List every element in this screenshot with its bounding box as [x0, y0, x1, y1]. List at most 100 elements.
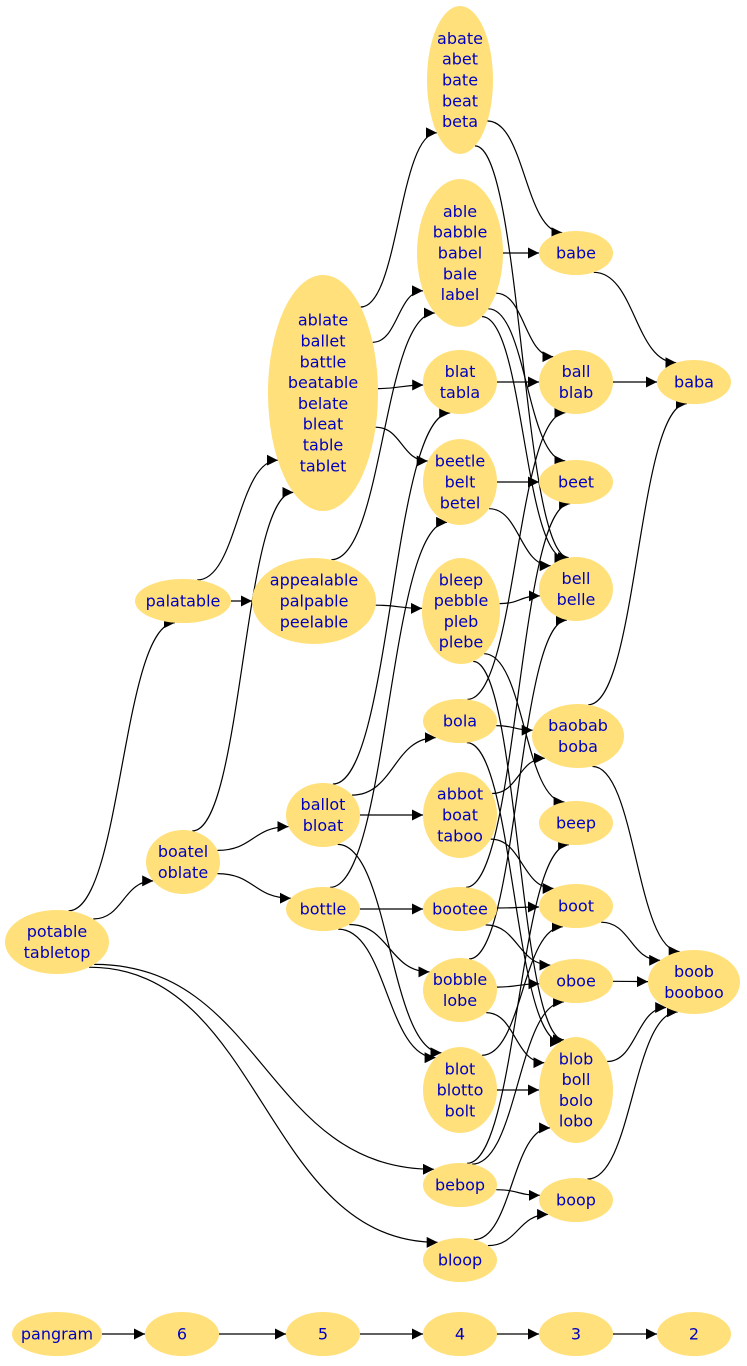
edge-arrow [473, 1122, 551, 1241]
node-ellipse [539, 959, 613, 1003]
node-label: belt [445, 473, 476, 492]
edge-ablate-to-blat [377, 379, 424, 391]
node-bloop: bloop [423, 1238, 497, 1282]
edge-potable-to-bebop [94, 963, 435, 1175]
node-label: abbot [437, 785, 483, 804]
edge-blot-to-boot [481, 921, 564, 1056]
edge-arrow [492, 752, 545, 795]
node-ellipse [146, 830, 220, 894]
node-ellipse [539, 557, 613, 621]
node-label: blat [445, 362, 476, 381]
node-label: beta [442, 112, 478, 131]
node-label: betel [440, 493, 481, 512]
node-ellipse [145, 1312, 219, 1356]
node-ellipse [423, 350, 497, 414]
node-label: boop [556, 1191, 596, 1210]
edge-bottle-to-beetle [329, 516, 448, 888]
edge-arrow [94, 963, 435, 1175]
node-ellipse [423, 1047, 497, 1133]
edge-appealable-to-able [331, 307, 435, 561]
edge-arrow [588, 398, 687, 706]
edge-baobab-to-boob [592, 765, 680, 958]
edge-arrow [372, 285, 424, 343]
edge-arrow [351, 732, 436, 796]
node-ellipse [423, 887, 497, 931]
edge-arrow [338, 928, 436, 1064]
edge-arrow [499, 590, 540, 605]
node-ellipse [135, 579, 231, 623]
edge-arrow [468, 614, 568, 960]
node-oboe: oboe [539, 959, 613, 1003]
edge-potable-to-bloop [88, 966, 438, 1248]
node-label: bottle [300, 900, 347, 919]
node-ellipse [5, 910, 109, 974]
edge-arrow [473, 660, 565, 1046]
node-ellipse [532, 704, 624, 768]
node-n6: 6 [145, 1312, 219, 1356]
edge-bloop-to-boop [487, 1208, 549, 1247]
edge-baobab-to-baba [588, 398, 687, 706]
node-label: ballot [301, 795, 346, 814]
node-ellipse [539, 801, 613, 845]
node-label: bleep [439, 570, 483, 589]
node-beet: beet [539, 460, 613, 504]
node-ellipse [539, 231, 613, 275]
node-label: tablet [300, 456, 347, 475]
node-label: 2 [689, 1325, 699, 1344]
node-ellipse [286, 783, 360, 847]
edge-bleep-to-bell [499, 590, 540, 605]
node-babe: babe [539, 231, 613, 275]
edge-ballot-to-bola [351, 732, 436, 796]
edge-bottle-to-blot [338, 928, 436, 1064]
edge-arrow [197, 454, 278, 581]
node-label: appealable [270, 571, 358, 590]
edge-boatel-to-ballot [217, 821, 289, 851]
edge-ballot-to-blat [332, 407, 451, 785]
node-label: bebop [435, 1176, 485, 1195]
node-label: bloat [303, 816, 343, 835]
node-ellipse [423, 699, 497, 743]
edge-arrow [68, 617, 176, 912]
edge-arrow [331, 307, 435, 561]
node-label: baobab [548, 716, 608, 735]
node-label: beat [442, 91, 478, 110]
node-label: table [303, 436, 344, 455]
edge-arrow [593, 271, 677, 369]
node-beep: beep [539, 801, 613, 845]
edge-arrow [490, 838, 554, 894]
edge-potable-to-palatable [68, 617, 176, 912]
edge-arrow [607, 1002, 667, 1063]
edge-arrow [466, 839, 570, 1164]
nodes-layer: abateabetbatebeatbetaablebabblebabelbale… [5, 6, 740, 1356]
edges-layer [68, 120, 687, 1340]
node-label: babel [438, 244, 482, 263]
edge-bebop-to-beep [466, 839, 570, 1164]
node-label: potable [27, 922, 87, 941]
edge-boop-to-boob [587, 1006, 678, 1180]
node-label: boot [558, 897, 594, 916]
edge-bebop-to-boop [496, 1189, 540, 1201]
edge-abate-to-babe [487, 120, 563, 239]
node-n5: 5 [286, 1312, 360, 1356]
node-ellipse [539, 1312, 613, 1356]
edge-arrow [465, 498, 571, 888]
edge-abbot-to-boot [490, 838, 554, 894]
edge-appealable-to-bleep [375, 602, 423, 614]
node-label: bale [443, 264, 477, 283]
node-ellipse [539, 884, 613, 928]
node-label: bloop [438, 1251, 482, 1270]
edge-arrow [360, 127, 437, 308]
node-label: abate [437, 29, 483, 48]
node-pangram: pangram [12, 1312, 102, 1356]
node-label: bootee [432, 900, 488, 919]
